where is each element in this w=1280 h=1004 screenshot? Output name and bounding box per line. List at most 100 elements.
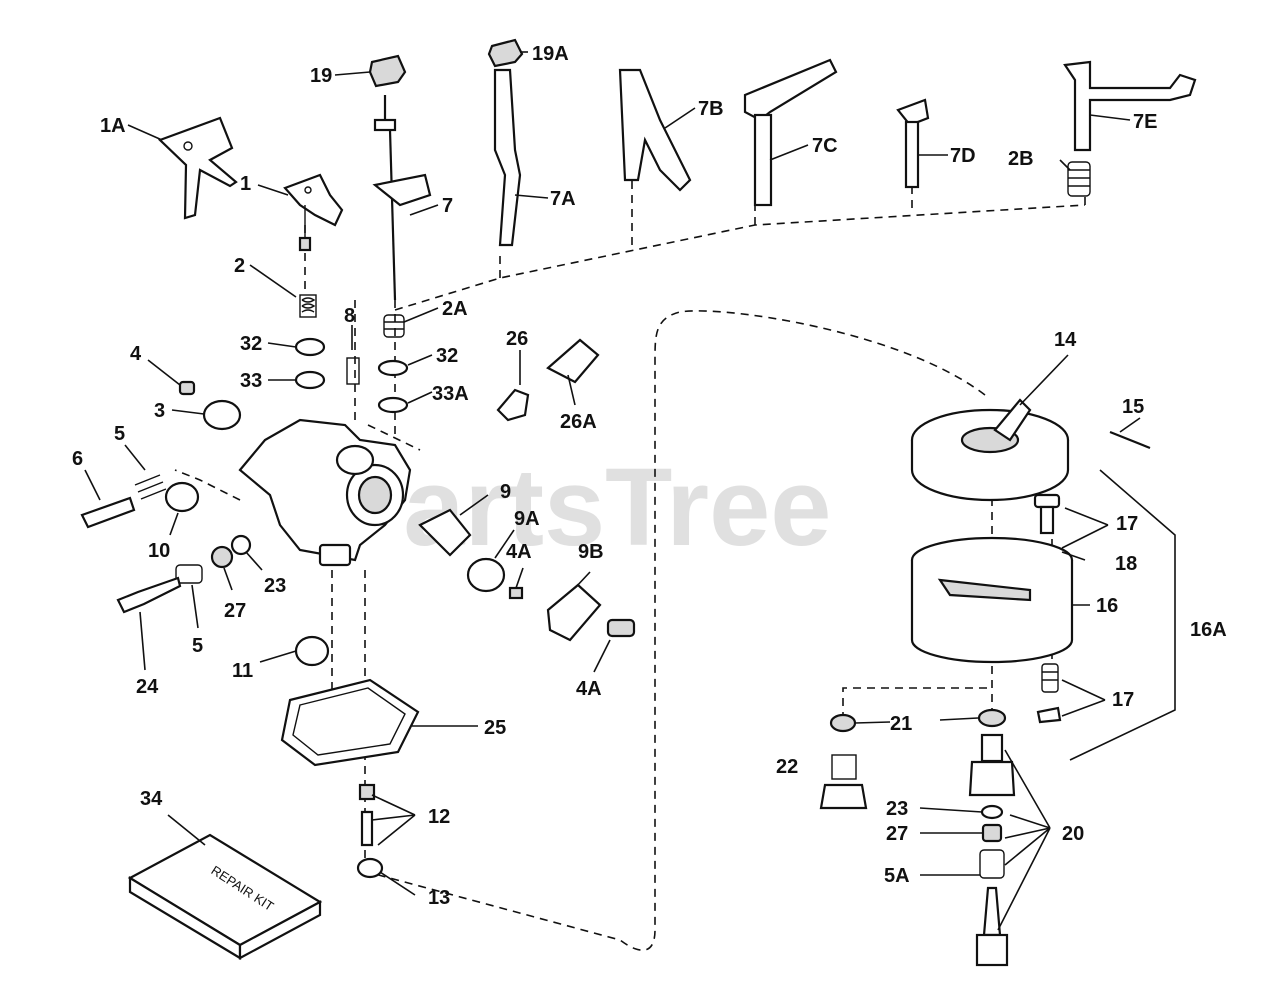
parts: REPAIR KIT — [80, 38, 1197, 967]
label-19A: 19A — [532, 43, 569, 65]
label-2: 2 — [234, 255, 245, 277]
label-9B: 9B — [578, 541, 604, 563]
label-8: 8 — [344, 305, 355, 327]
label-11: 11 — [232, 660, 253, 682]
label-12: 12 — [428, 806, 450, 828]
label-23-left: 23 — [264, 575, 286, 597]
label-5-top: 5 — [114, 423, 125, 445]
part-2B-spring — [1067, 161, 1091, 197]
part-1A-bracket — [157, 116, 238, 220]
label-34: 34 — [140, 788, 163, 810]
part-9A-plate — [466, 557, 506, 593]
label-24: 24 — [136, 676, 159, 698]
part-22-nut — [819, 754, 868, 810]
label-21: 21 — [890, 713, 912, 735]
part-25-gasket — [280, 678, 420, 767]
part-20-assembly — [968, 733, 1016, 967]
label-7D: 7D — [950, 145, 976, 167]
part-17-clip — [1036, 706, 1062, 724]
label-2B: 2B — [1008, 148, 1034, 170]
part-2A-spring — [383, 314, 405, 338]
part-7A-shaft — [493, 68, 522, 247]
watermark: PartsTree — [330, 446, 831, 569]
label-7A: 7A — [550, 188, 576, 210]
label-27-right: 27 — [886, 823, 908, 845]
label-1A: 1A — [100, 115, 126, 137]
assembly-dashed-lines — [174, 180, 1086, 952]
label-26A: 26A — [560, 411, 597, 433]
part-26A-fitting — [546, 338, 600, 384]
label-26: 26 — [506, 328, 528, 350]
part-32-washer-right — [377, 359, 409, 377]
label-3: 3 — [154, 400, 165, 422]
label-10: 10 — [148, 540, 170, 562]
part-15-pin — [1109, 430, 1151, 450]
label-16A: 16A — [1190, 619, 1227, 641]
label-17-top: 17 — [1116, 513, 1138, 535]
label-27-left: 27 — [224, 600, 246, 622]
part-17-screw-top — [1033, 493, 1061, 535]
part-24-needle — [116, 576, 182, 614]
part-6-idle-screw — [80, 474, 167, 529]
part-33A-washer — [377, 396, 409, 414]
label-6: 6 — [72, 448, 83, 470]
part-12-needle — [360, 810, 374, 847]
label-5A: 5A — [884, 865, 910, 887]
part-7C-lever — [743, 58, 838, 207]
label-13: 13 — [428, 887, 450, 909]
part-16-bowl — [910, 536, 1074, 664]
part-21-washer-center — [977, 708, 1007, 728]
part-14-float — [910, 398, 1070, 502]
label-7C: 7C — [812, 135, 838, 157]
part-21-washer-left — [829, 713, 857, 733]
part-4-screw — [178, 380, 196, 396]
label-7E: 7E — [1133, 111, 1157, 133]
label-33A: 33A — [432, 383, 469, 405]
part-7E-bracket — [1063, 60, 1197, 152]
label-4A-bottom: 4A — [576, 678, 602, 700]
part-11-plug — [294, 635, 330, 667]
label-33: 33 — [240, 370, 262, 392]
part-9-gasket — [418, 508, 472, 557]
part-27-ring — [210, 545, 234, 569]
part-9B-plate — [546, 583, 602, 642]
part-labels: 1A 1 2 19 19A 7 7A 7B 7C 7D 7E 2B 2A 8 3… — [72, 43, 1227, 909]
label-17-bottom: 17 — [1112, 689, 1134, 711]
label-32-right: 32 — [436, 345, 458, 367]
label-18: 18 — [1115, 553, 1137, 575]
label-9A: 9A — [514, 508, 540, 530]
part-carburetor-body — [238, 418, 412, 567]
leader-lines — [84, 51, 1176, 931]
part-33-washer — [294, 370, 326, 390]
label-25: 25 — [484, 717, 506, 739]
label-2A: 2A — [442, 298, 468, 320]
label-22: 22 — [776, 756, 798, 778]
label-20: 20 — [1062, 823, 1084, 845]
part-5-spring-lower — [175, 564, 203, 584]
part-7B-lever — [618, 68, 692, 192]
part-32-washer — [294, 337, 326, 357]
part-23-washer — [230, 534, 252, 556]
label-14: 14 — [1054, 329, 1077, 351]
part-1-lever — [283, 173, 344, 252]
part-13-seat — [356, 857, 384, 879]
label-15: 15 — [1122, 396, 1144, 418]
label-7B: 7B — [698, 98, 724, 120]
part-3-plate — [202, 399, 242, 431]
label-9: 9 — [500, 481, 511, 503]
part-8-spring — [346, 357, 360, 385]
label-19: 19 — [310, 65, 332, 87]
part-19A-cap — [487, 38, 524, 68]
label-4: 4 — [130, 343, 142, 365]
label-23-right: 23 — [886, 798, 908, 820]
part-26-fitting — [496, 388, 530, 422]
part-34-repair-kit: REPAIR KIT — [127, 833, 323, 960]
part-4A-screw-b — [606, 618, 636, 638]
part-10-cap — [164, 481, 200, 513]
part-2-spring — [299, 294, 317, 318]
part-4A-screw-a — [508, 586, 524, 600]
label-16: 16 — [1096, 595, 1118, 617]
part-17-spring-bottom — [1041, 663, 1059, 693]
